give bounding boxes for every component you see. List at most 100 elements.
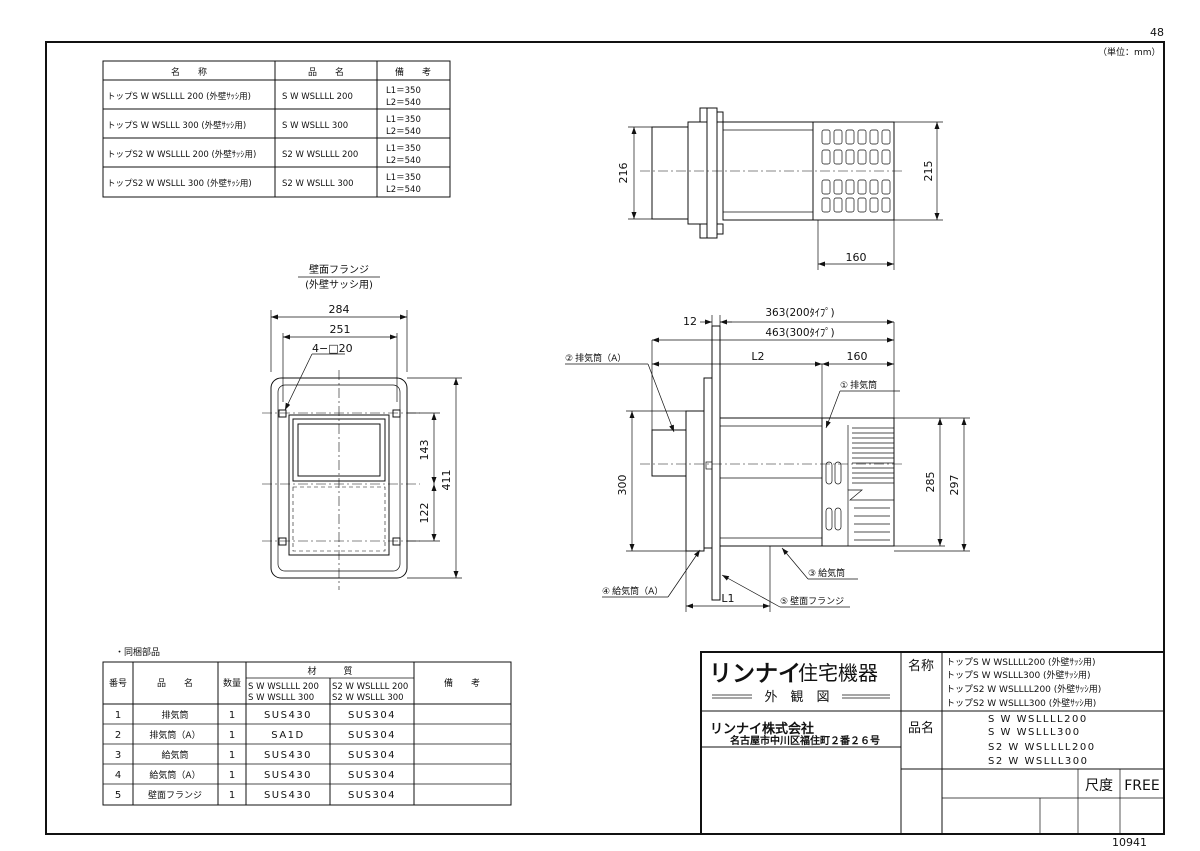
top-flange — [706, 107, 718, 239]
title-product: S W WSLLL300 — [988, 727, 1081, 738]
parts-row-mat-b: SUS304 — [348, 730, 396, 741]
unit-note: （単位：mm） — [1098, 46, 1161, 58]
title-product: S2 W WSLLLL200 — [988, 742, 1096, 753]
parts-row-no: 1 — [115, 710, 121, 721]
top-view: 216 215 160 — [617, 107, 943, 270]
parts-row-qty: 1 — [229, 750, 235, 761]
parts-header-mat-b2: S2 W WSLLL 300 — [332, 693, 404, 703]
mount-hole — [392, 409, 401, 418]
name-label: 名称 — [908, 658, 934, 674]
parts-row-name: 壁面フランジ — [148, 789, 202, 801]
model-row-note: L2＝540 — [386, 98, 421, 108]
parts-row-mat-b: SUS304 — [348, 790, 396, 801]
model-header-name: 名 称 — [171, 66, 207, 78]
mount-hole — [392, 537, 401, 546]
model-row-note: L2＝540 — [386, 156, 421, 166]
model-row-note: L1＝350 — [386, 144, 421, 154]
dim-215: 215 — [922, 161, 935, 182]
dim-160-side: 160 — [847, 350, 868, 363]
model-row-product: S2 W WSLLL 300 — [282, 179, 354, 189]
exhaust-pipe-a — [651, 429, 687, 477]
company-address: 名古屋市中川区福住町２番２６号 — [730, 734, 880, 747]
dim-300: 300 — [616, 475, 629, 496]
scale-value: FREE — [1124, 778, 1159, 794]
parts-row-mat-a: SUS430 — [264, 770, 312, 781]
parts-header-no: 番号 — [109, 677, 127, 689]
dim-143: 143 — [418, 440, 431, 461]
parts-caption: ・同梱部品 — [115, 646, 160, 658]
dim-216: 216 — [617, 163, 630, 184]
model-row-product: S2 W WSLLLL 200 — [282, 150, 358, 160]
parts-row-no: 5 — [115, 790, 121, 801]
model-row-name: トップS2 W WSLLLL 200 (外壁ｻｯｼ用) — [107, 149, 256, 160]
model-header-product: 品 名 — [308, 66, 344, 78]
title-product: S W WSLLLL200 — [988, 714, 1088, 725]
model-row-note: L1＝350 — [386, 173, 421, 183]
dim-363: 363(200ﾀｲﾌﾟ) — [765, 307, 834, 319]
parts-header-name: 品 名 — [157, 677, 193, 689]
parts-row-qty: 1 — [229, 770, 235, 781]
model-row-product: S W WSLLLL 200 — [282, 92, 353, 102]
dim-284: 284 — [329, 303, 350, 316]
parts-row-name: 給気筒（A） — [149, 769, 200, 781]
dim-160-top: 160 — [846, 251, 867, 264]
dim-l1: L1 — [721, 592, 734, 605]
dim-12: 12 — [683, 315, 697, 328]
mount-hole — [278, 537, 287, 546]
parts-row-qty: 1 — [229, 730, 235, 741]
parts-row-name: 給気筒 — [161, 749, 188, 761]
parts-row-mat-b: SUS304 — [348, 710, 396, 721]
parts-row-mat-a: SA1D — [271, 730, 304, 741]
model-header-note: 備 考 — [395, 66, 431, 78]
model-row-note: L1＝350 — [386, 86, 421, 96]
parts-row-mat-a: SUS430 — [264, 750, 312, 761]
model-table: 名 称 品 名 備 考 トップS W WSLLLL 200 (外壁ｻｯｼ用) S… — [102, 60, 451, 198]
model-row-note: L1＝350 — [386, 115, 421, 125]
title-name: トップS W WSLLLL200 (外壁ｻｯｼ用) — [946, 656, 1096, 668]
parts-row-no: 2 — [115, 730, 121, 741]
dim-285: 285 — [924, 472, 937, 493]
drawing-number: 10941 — [1112, 836, 1147, 847]
model-row-product: S W WSLLL 300 — [282, 121, 348, 131]
dim-122: 122 — [418, 503, 431, 524]
parts-header-material: 材 質 — [307, 665, 352, 677]
model-row-name: トップS W WSLLLL 200 (外壁ｻｯｼ用) — [107, 91, 251, 102]
parts-row-name: 排気筒（A） — [149, 729, 200, 741]
dim-411: 411 — [440, 470, 453, 491]
parts-header-mat-b: S2 W WSLLLL 200 — [332, 682, 408, 692]
parts-header-qty: 数量 — [223, 677, 241, 689]
model-row-note: L2＝540 — [386, 185, 421, 195]
title-name: トップS2 W WSLLLL200 (外壁ｻｯｼ用) — [946, 683, 1101, 695]
title-block: リンナイ 住宅機器 外 観 図 リンナイ株式会社 名古屋市中川区福住町２番２６号… — [700, 651, 1165, 835]
parts-row-mat-a: SUS430 — [264, 790, 312, 801]
mount-hole — [278, 409, 287, 418]
dim-297: 297 — [948, 475, 961, 496]
scale-label: 尺度 — [1085, 778, 1113, 794]
parts-row-no: 4 — [115, 770, 121, 781]
parts-row-name: 排気筒 — [161, 709, 188, 721]
top-louvers — [821, 129, 891, 213]
dim-holes: 4−□20 — [312, 342, 353, 355]
title-product: S2 W WSLLL300 — [988, 756, 1089, 767]
side-wall-flange — [711, 325, 721, 601]
parts-row-mat-a: SUS430 — [264, 710, 312, 721]
parts-row-qty: 1 — [229, 710, 235, 721]
side-body — [719, 417, 895, 547]
title-name: トップS W WSLLL300 (外壁ｻｯｼ用) — [946, 669, 1091, 681]
parts-row-mat-b: SUS304 — [348, 750, 396, 761]
model-row-name: トップS2 W WSLLL 300 (外壁ｻｯｼ用) — [107, 178, 252, 189]
flange-view-subtitle: (外壁サッシ用) — [305, 278, 373, 291]
side-supply-louvers — [825, 461, 842, 531]
dim-251: 251 — [330, 323, 351, 336]
parts-row-no: 3 — [115, 750, 121, 761]
parts-table: ・同梱部品 番号 品 名 数量 材 質 S W WSLLLL 200 S W W… — [102, 646, 512, 806]
side-exhaust-louvers — [847, 425, 895, 547]
company-name: リンナイ株式会社 — [710, 721, 814, 737]
top-pipe-inner — [651, 126, 689, 220]
